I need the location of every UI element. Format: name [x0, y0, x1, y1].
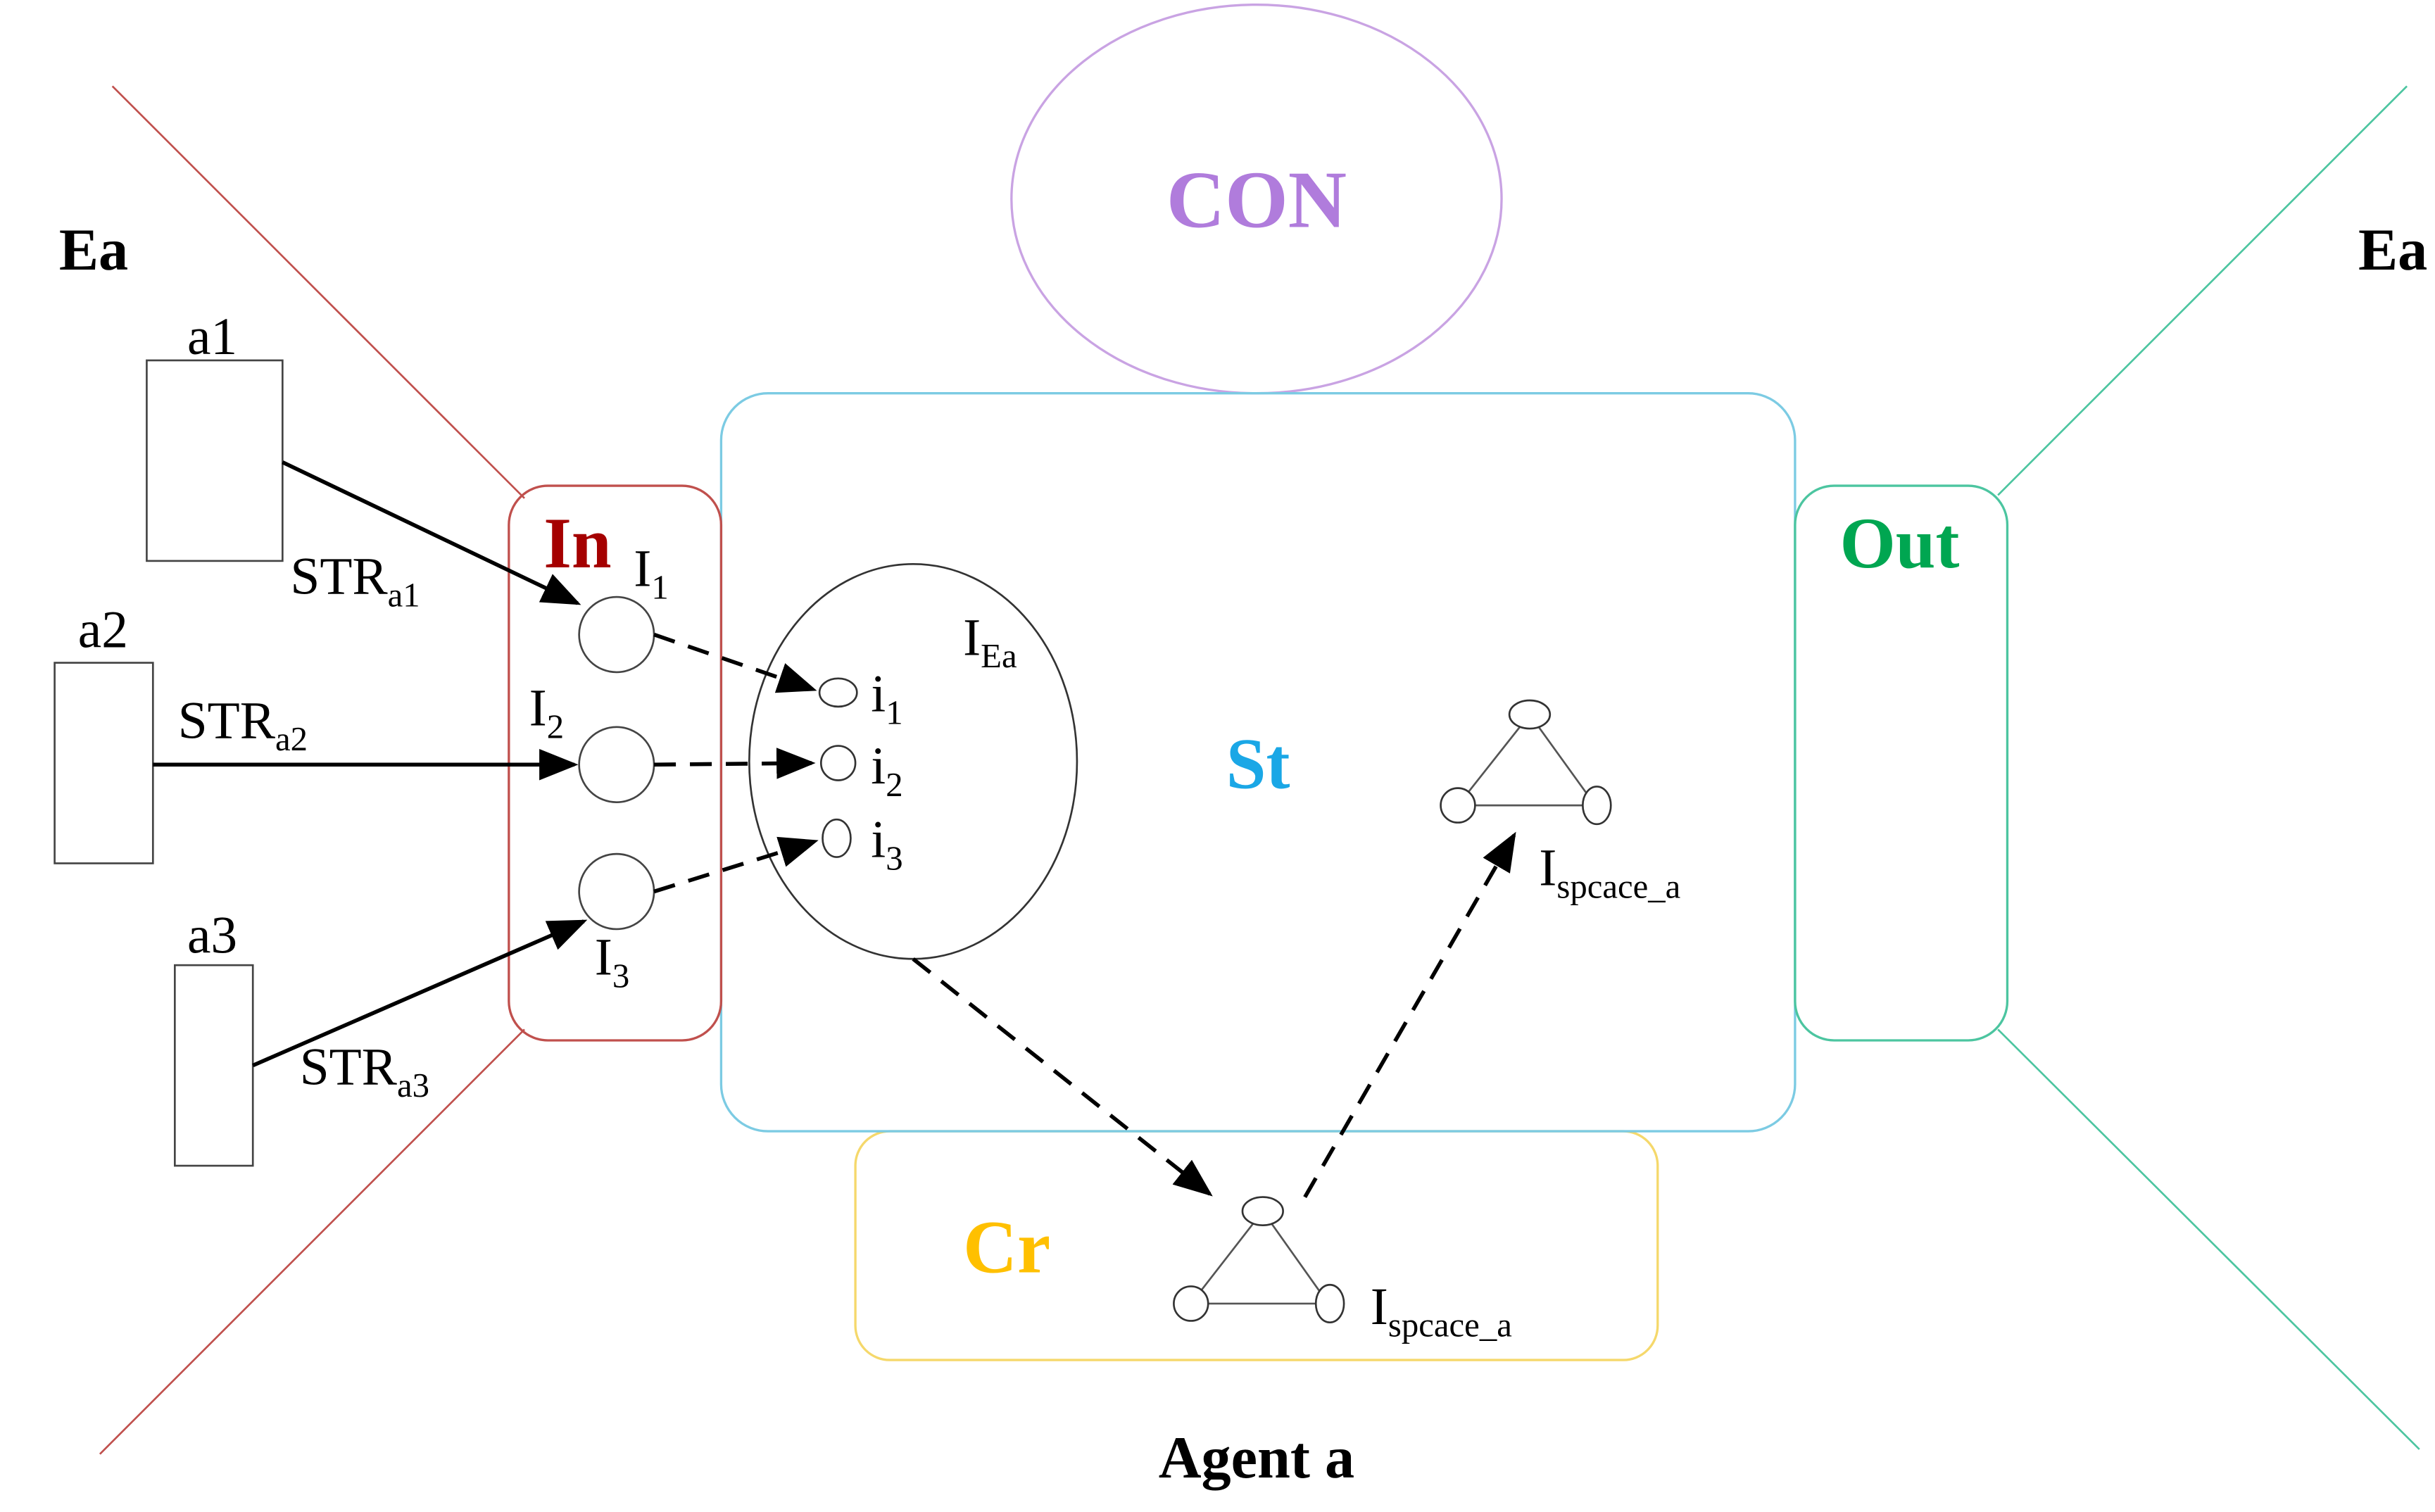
source-box-a2 — [54, 662, 154, 864]
space-structure-cr — [1173, 1196, 1345, 1324]
stream-label-a1: STRa1 — [290, 547, 420, 614]
internal-item-3 — [822, 818, 852, 858]
input-node-2 — [578, 726, 655, 803]
stream-label-a2: STRa2 — [178, 691, 308, 758]
space-label-cr: Ispcace_a — [1371, 1278, 1512, 1344]
internal-item-label-2: i2 — [871, 737, 902, 804]
in-label: In — [543, 504, 611, 584]
env-label-left: Ea — [59, 218, 128, 283]
env-line-left-bottom — [99, 1028, 525, 1455]
env-line-right-bottom — [1997, 1028, 2420, 1450]
create-arrow — [912, 957, 1213, 1197]
source-box-a1 — [146, 359, 284, 562]
input-node-3 — [578, 852, 655, 931]
st-label: St — [1226, 724, 1290, 804]
source-label-a3: a3 — [187, 906, 237, 964]
stream-arrow-a3 — [252, 919, 588, 1068]
internal-item-1 — [818, 677, 858, 708]
cr-label: Cr — [963, 1206, 1050, 1289]
source-label-a2: a2 — [78, 600, 128, 659]
source-label-a1: a1 — [187, 308, 237, 366]
agent-label: Agent a — [1159, 1425, 1354, 1491]
map-arrow-3 — [653, 836, 819, 894]
space-structure-st — [1440, 699, 1612, 826]
map-arrow-1 — [653, 632, 817, 693]
env-line-left-top — [111, 85, 525, 499]
out-label: Out — [1839, 504, 1959, 584]
con-label: CON — [1166, 155, 1347, 245]
input-label-3: I3 — [595, 928, 629, 995]
internal-item-2 — [819, 745, 857, 781]
out-box — [1794, 484, 2009, 1042]
input-label-1: I1 — [634, 539, 668, 606]
internal-set-label: IEa — [963, 608, 1017, 675]
source-box-a3 — [174, 964, 254, 1167]
internal-item-label-1: i1 — [871, 664, 902, 731]
space-label-st: Ispcace_a — [1539, 839, 1680, 906]
input-node-1 — [578, 596, 655, 674]
input-label-2: I2 — [529, 679, 564, 745]
stream-arrow-a1 — [282, 460, 581, 605]
env-line-right-top — [1997, 85, 2408, 496]
internal-item-label-3: i3 — [871, 810, 902, 877]
map-arrow-2 — [654, 748, 816, 779]
env-label-right: Ea — [2358, 218, 2427, 283]
stream-label-a3: STRa3 — [300, 1038, 429, 1104]
